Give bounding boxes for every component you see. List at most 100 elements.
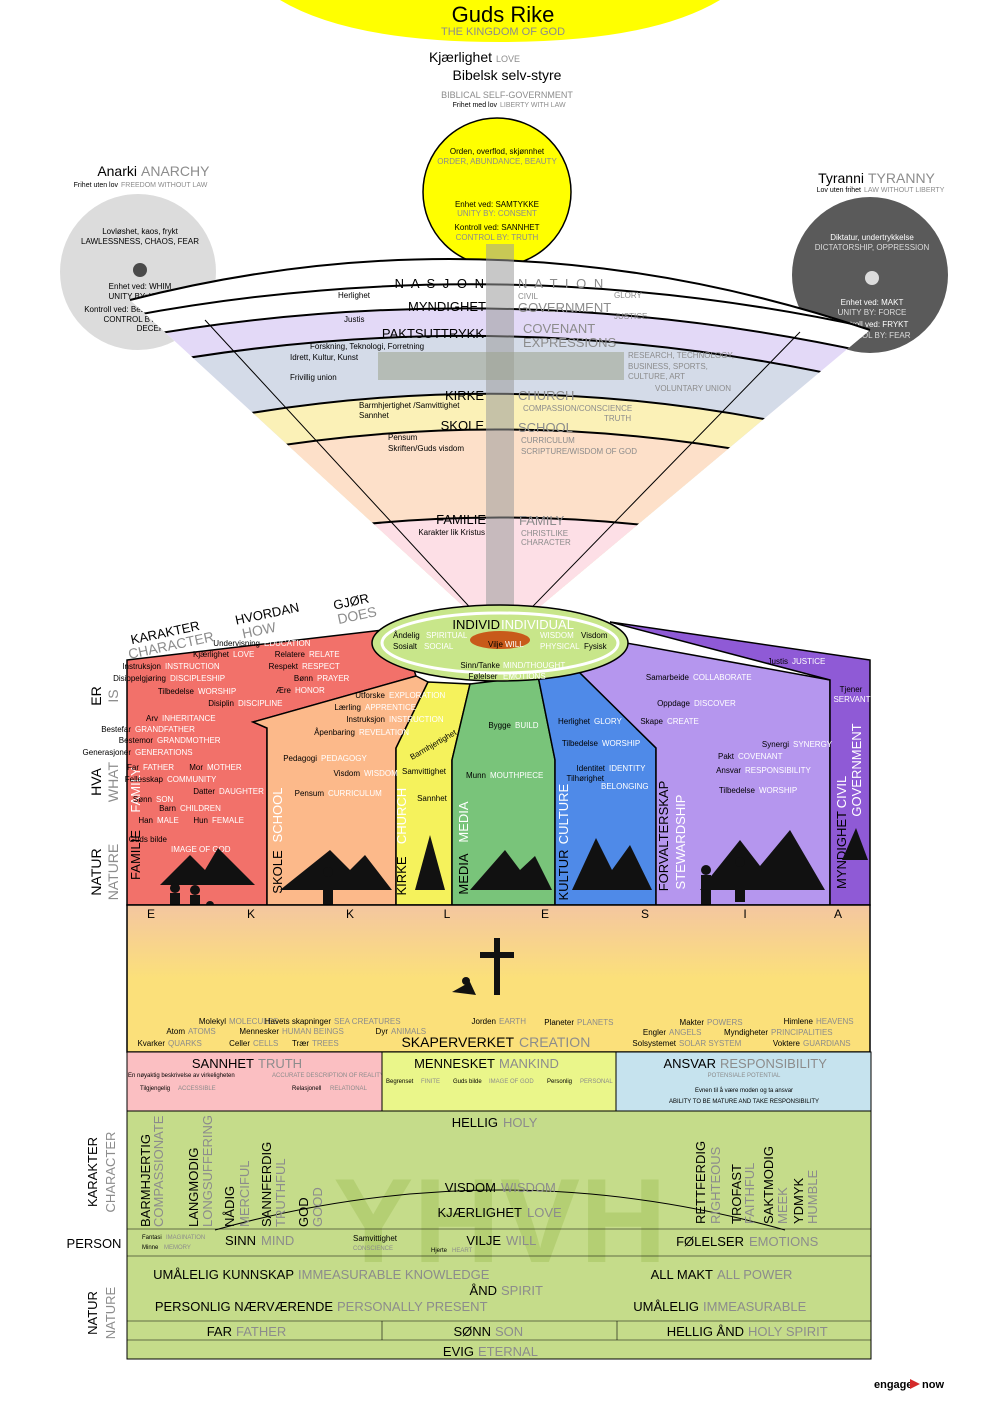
family-item-no: Arv [146, 714, 158, 723]
ind-will-no: Vilje [488, 640, 504, 649]
attr-left-en: MERCIFUL [237, 1161, 252, 1227]
family-en: FAMILY [519, 513, 565, 528]
family-item-no: Hun [193, 816, 208, 825]
civil-label-no: MYNDIGHET [834, 811, 849, 889]
family-item-no: Disiplin [208, 699, 234, 708]
creation-item-en: GUARDIANS [803, 1039, 851, 1048]
creation-item-no: Atom [166, 1027, 185, 1036]
row-what-no: HVA [88, 767, 104, 795]
brand-now: now [922, 1379, 944, 1391]
god-section [126, 1110, 872, 1360]
spirit-en: SPIRIT [501, 1283, 543, 1298]
know-en: IMMEASURABLE KNOWLEDGE [298, 1267, 490, 1282]
civil-label-en1: CIVIL [834, 776, 849, 809]
brand-engage: engage [874, 1379, 913, 1391]
research-band [378, 352, 624, 380]
does-no: GJØR [332, 591, 370, 613]
mankind-c-en: PERSONAL [580, 1079, 613, 1085]
attr-left-no: BARMHJERTIG [138, 1134, 153, 1227]
family-item-no: Han [138, 816, 153, 825]
family-item-no: Ære [276, 686, 292, 695]
creation-item-en: POWERS [707, 1018, 743, 1027]
ind-physical-no: Fysisk [584, 642, 608, 651]
attr-right-en: HUMBLE [805, 1169, 820, 1224]
creation-item-en: MOLECULES [229, 1017, 278, 1026]
person-body [323, 877, 333, 917]
church-item-no: Sannhet [417, 794, 448, 803]
school-item-en: REVELATION [359, 728, 409, 737]
curr-en: CURRICULUM [521, 436, 575, 445]
mankind-title-no: MENNESKET [414, 1056, 495, 1071]
creation-label-no: SKAPERVERKET [401, 1034, 514, 1050]
steward-item-en: CREATE [667, 717, 699, 726]
heart-en: HEART [452, 1248, 473, 1254]
christ-en1: CHRISTLIKE [521, 529, 568, 538]
culture-item-no: Tilbedelse [562, 739, 599, 748]
mankind-b-en: IMAGE OF GOD [489, 1079, 534, 1085]
creation-item-no: Trær [292, 1039, 309, 1048]
truth-en: TRUTH [604, 414, 631, 423]
attr-right-en: RIGHTEOUS [708, 1146, 723, 1224]
culture-item-en: WORSHIP [602, 739, 640, 748]
family-label-no: FAMILIE [128, 830, 143, 880]
father-no: FAR [207, 1324, 232, 1339]
truth-desc-no: En nøyaktig beskrivelse av virkeligheten [128, 1073, 235, 1079]
tyranny-desc-no: Diktatur, undertrykkelse [830, 233, 914, 242]
anarchy-desc-no: Lovløshet, kaos, frykt [102, 227, 178, 236]
individual-inner [380, 611, 620, 675]
creation-item-no: Kvarker [137, 1039, 165, 1048]
church-no: KIRKE [445, 388, 484, 403]
family-item-no: Mor [189, 763, 203, 772]
scrip-en: SCRIPTURE/WISDOM OF GOD [521, 447, 637, 456]
civil-label-en2: GOVERNMENT [849, 723, 864, 816]
god-nature-no: NATUR [85, 1291, 100, 1335]
liberty-no: Frihet med lov [453, 102, 498, 109]
anarchy-unity-no: Enhet ved: WHIM [109, 282, 172, 291]
person-head [323, 867, 333, 877]
wisdom-no: VISDOM [445, 1180, 496, 1195]
research-no: Forskning, Teknologi, Forretning [310, 342, 424, 351]
family-item-en: CHILDREN [180, 804, 221, 813]
steward-item-en: RESPONSIBILITY [745, 766, 811, 775]
row-nature-en: NATURE [105, 844, 121, 901]
ind-social-no: Sosialt [393, 642, 418, 651]
tyranny-control-en: CONTROL BY: FEAR [833, 331, 910, 340]
anarchy-title-en: ANARCHY [141, 163, 210, 179]
tyranny-sub-en: LAW WITHOUT LIBERTY [864, 187, 945, 194]
truth-desc-en: ACCURATE DESCRIPTION OF REALITY [272, 1073, 384, 1079]
attr-left-en: COMPASSIONATE [151, 1115, 166, 1227]
son-en: SON [495, 1324, 523, 1339]
attr-left-no: NÅDIG [222, 1186, 237, 1227]
christ-en2: CHARACTER [521, 538, 571, 547]
tyranny-control-no: Kontroll ved: FRYKT [836, 320, 909, 329]
row-is-no: ER [88, 686, 104, 705]
family-item-en: IMAGE OF GOD [171, 845, 231, 854]
wisdom-en: WISDOM [501, 1180, 556, 1195]
ekklesia-letter: K [346, 907, 354, 921]
creation-item-en: EARTH [499, 1017, 526, 1026]
truth-a-en: ACCESSIBLE [178, 1086, 216, 1092]
family-no: FAMILIE [436, 512, 486, 527]
truth-b-no: Relasjonell [292, 1086, 321, 1092]
civil-item-en: SERVANT [833, 695, 870, 704]
attr-right-en: MEEK [775, 1187, 790, 1224]
family-item-en: RELATE [309, 650, 340, 659]
church-item-no: Samvittighet [402, 767, 447, 776]
steward-item-no: Samarbeide [646, 673, 690, 682]
ekklesia-letter: L [444, 907, 451, 921]
family-item-en: DAUGHTER [219, 787, 264, 796]
sun-unity-en: UNITY BY: CONSENT [457, 209, 537, 218]
creation-item-en: ANGELS [669, 1028, 701, 1037]
resp-box [615, 1051, 872, 1112]
love-no: Kjærlighet [429, 49, 492, 65]
family-item-no: Bestemor [119, 736, 154, 745]
gov-no: MYNDIGHET [408, 299, 486, 314]
mankind-b-no: Guds bilde [453, 1079, 482, 1085]
family-item-no: Instruksjon [122, 662, 161, 671]
research-en1: RESEARCH, TECHNOLOGY, [628, 351, 734, 360]
god-char-no: KARAKTER [85, 1137, 100, 1207]
media-item-en: BUILD [515, 721, 539, 730]
truth-a-no: Tilgjengelig [140, 1086, 170, 1092]
individual-no: INDIVID [452, 617, 500, 632]
